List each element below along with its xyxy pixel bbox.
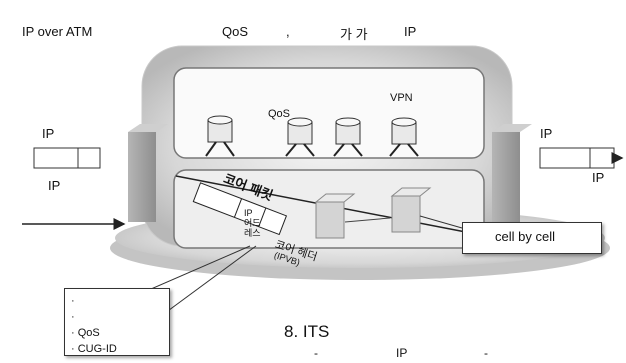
vpn-label: VPN <box>390 92 413 104</box>
router-icon <box>285 117 315 157</box>
header-ip-over-atm: IP over ATM <box>22 24 93 39</box>
list-item: CUG-ID <box>71 341 163 357</box>
header-qos: QoS <box>222 24 249 39</box>
ip-address-line: IP <box>244 208 253 218</box>
header-ip: IP <box>404 24 417 39</box>
right-ip-top-label: IP <box>540 126 553 141</box>
caption-dash: - <box>484 346 488 360</box>
router-icon <box>205 115 235 157</box>
cell-callout-box: cell by cell <box>462 222 602 254</box>
upper-chamber <box>173 67 485 159</box>
list-item <box>71 293 163 309</box>
left-edge-router <box>128 124 168 222</box>
list-item: QoS <box>71 325 163 341</box>
cell-callout-line <box>419 215 463 229</box>
caption-ip: IP <box>396 346 408 360</box>
cell-link <box>344 217 391 223</box>
figure-title: 8. ITS <box>284 322 330 341</box>
cell-callout-text: cell by cell <box>495 229 555 244</box>
bullet-list: QoS CUG-ID <box>65 289 169 361</box>
caption-dash: - <box>314 346 318 360</box>
left-ip-packet <box>33 147 101 169</box>
left-ip-top-label: IP <box>42 126 55 141</box>
ip-address-label: IP 어드 레스 <box>244 208 261 238</box>
right-ip-bottom-label: IP <box>592 170 605 185</box>
atm-cell <box>314 193 356 239</box>
ip-address-line: 레스 <box>244 228 261 238</box>
left-ip-bottom-label: IP <box>48 178 61 193</box>
list-item <box>71 309 163 325</box>
ip-address-line: 어드 <box>244 218 261 228</box>
atm-cell <box>390 187 432 233</box>
router-icon <box>389 117 419 157</box>
qos-label: QoS <box>268 108 291 120</box>
bullet-callout-box: QoS CUG-ID <box>64 288 170 356</box>
header-comma: , <box>286 24 290 39</box>
router-icon <box>333 117 363 157</box>
header-korean: 가 가 <box>340 27 368 42</box>
right-ip-packet <box>539 147 624 169</box>
core-packet <box>192 182 288 236</box>
right-edge-router <box>492 124 532 222</box>
